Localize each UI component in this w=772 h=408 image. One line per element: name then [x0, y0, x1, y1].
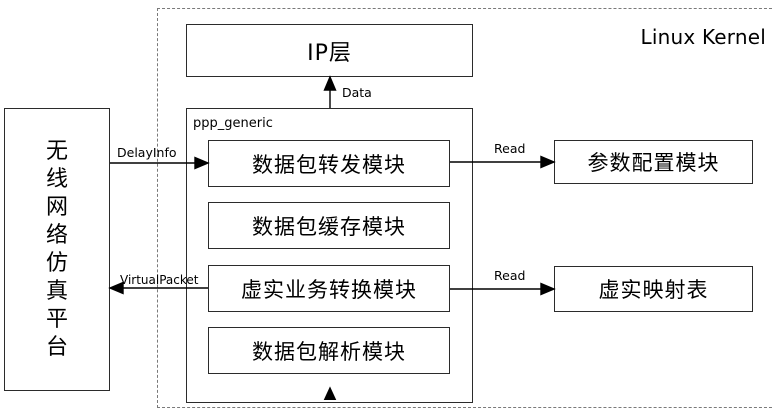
read-config-arrowhead — [540, 155, 556, 169]
read-mapping-arrowhead — [540, 282, 556, 296]
platform-char: 真 — [45, 278, 68, 304]
ppp-generic-label: ppp_generic — [193, 116, 273, 131]
data-arrowhead — [323, 75, 337, 91]
ip-layer-label: IP层 — [307, 40, 352, 66]
packet-forwarding-label: 数据包转发模块 — [252, 152, 406, 177]
virtualpacket-arrow-label: VirtualPacket — [120, 273, 199, 287]
virtual-real-mapping-table: 虚实映射表 — [554, 266, 753, 312]
read-mapping-arrow-label: Read — [494, 268, 526, 283]
wireless-simulation-platform-box: 无 线 网 络 仿 真 平 台 — [4, 108, 110, 391]
platform-char: 无 — [45, 138, 68, 164]
parameter-config-label: 参数配置模块 — [587, 151, 720, 175]
virtualpacket-arrowhead — [108, 281, 124, 295]
delayinfo-arrow-label: DelayInfo — [117, 145, 177, 160]
platform-char: 网 — [45, 194, 68, 220]
parameter-config-module: 参数配置模块 — [554, 140, 753, 184]
linux-kernel-label: Linux Kernel — [640, 25, 766, 49]
bottom-arrowhead — [323, 386, 337, 400]
delayinfo-arrowhead — [194, 156, 210, 170]
virtual-real-conversion-label: 虚实业务转换模块 — [241, 277, 417, 302]
platform-char: 络 — [45, 222, 68, 248]
platform-char: 平 — [45, 306, 68, 332]
virtual-real-conversion-module: 虚实业务转换模块 — [208, 265, 450, 312]
packet-forwarding-module: 数据包转发模块 — [208, 140, 450, 187]
data-arrow-label: Data — [342, 85, 372, 100]
packet-parsing-label: 数据包解析模块 — [252, 339, 406, 364]
mapping-table-label: 虚实映射表 — [598, 278, 709, 302]
packet-cache-label: 数据包缓存模块 — [252, 214, 406, 239]
platform-char: 台 — [45, 334, 68, 360]
packet-cache-module: 数据包缓存模块 — [208, 202, 450, 249]
ip-layer-box: IP层 — [186, 24, 473, 77]
platform-char: 线 — [45, 166, 68, 192]
read-config-arrow-label: Read — [494, 141, 526, 156]
platform-char: 仿 — [45, 250, 68, 276]
packet-parsing-module: 数据包解析模块 — [208, 327, 450, 374]
